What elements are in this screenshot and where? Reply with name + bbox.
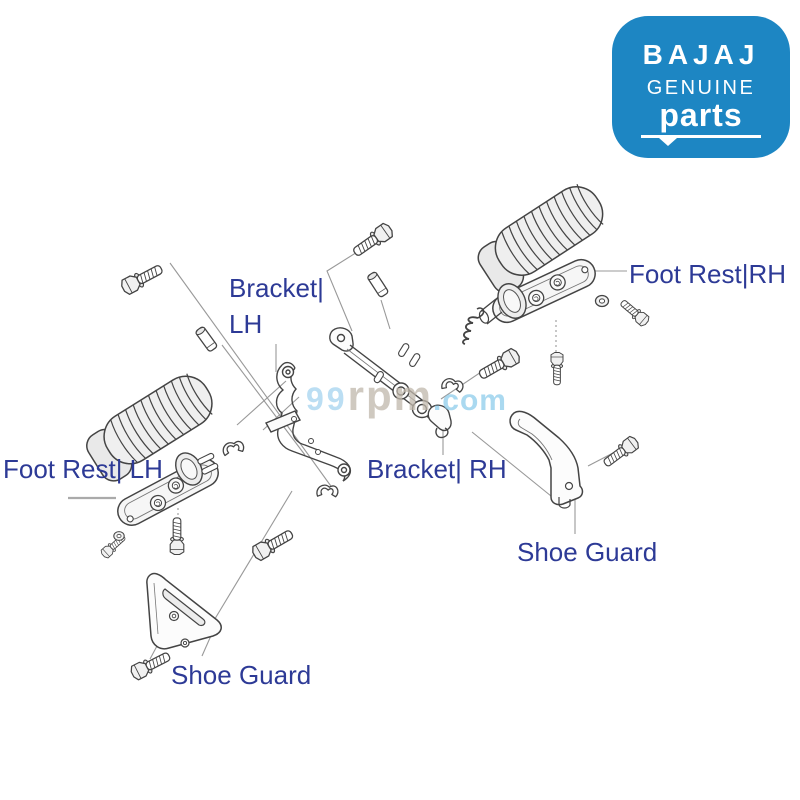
label-bracket-lh-line1: Bracket|: [229, 273, 324, 303]
bolt-below-lh-arm: [169, 517, 185, 556]
bolt-bottom-center: [249, 525, 297, 563]
foot-rest-lh-arm: [117, 452, 219, 526]
label-shoe-guard-right: Shoe Guard: [517, 537, 658, 567]
watermark-99: 99: [306, 381, 348, 417]
label-bracket-lh-line2: LH: [229, 309, 263, 339]
bolt-small-rh: [617, 297, 652, 328]
label-bracket-rh: Bracket| RH: [367, 454, 507, 484]
washer-left: [113, 531, 125, 541]
pin-top-left: [194, 325, 219, 353]
logo-underline: [641, 135, 761, 146]
bolt-top-center: [349, 221, 396, 261]
pin-top-center: [366, 270, 390, 299]
label-foot-rest-rh: Foot Rest|RH: [629, 259, 787, 289]
bolt-small-right: [550, 352, 564, 386]
foot-rest-rh-rubber: [477, 184, 604, 294]
washer-rh: [594, 294, 610, 308]
watermark-rpm: rpm: [347, 372, 433, 419]
logo-genuine-text: GENUINE: [646, 77, 756, 99]
bracket-lh: [265, 361, 352, 482]
bolt-top-left: [118, 260, 166, 297]
bajaj-wordmark: BAJAJ: [642, 39, 760, 70]
clip-lh: [221, 439, 246, 457]
clip-bracket-lh: [315, 483, 340, 499]
spring: [462, 307, 485, 345]
label-bracket-lh: Bracket| LH: [229, 270, 324, 342]
shoe-guard-left: [146, 572, 222, 650]
bajaj-genuine-parts-logo: BAJAJ GENUINE parts: [612, 16, 790, 158]
foot-rest-lh-rubber: [86, 373, 213, 482]
logo-parts-text: parts: [659, 97, 743, 133]
foot-rest-rh-arm: [478, 258, 596, 325]
watermark-com: .com: [432, 384, 507, 417]
bolt-bottom-left: [128, 648, 174, 682]
label-shoe-guard-left: Shoe Guard: [171, 660, 312, 690]
bolt-shoe-guard-right: [600, 434, 642, 471]
bracket-rh: [329, 327, 452, 439]
logo-chevron-down-icon: [659, 137, 677, 146]
label-foot-rest-lh: Foot Rest| LH: [3, 454, 163, 484]
shoe-guard-right: [509, 410, 584, 509]
